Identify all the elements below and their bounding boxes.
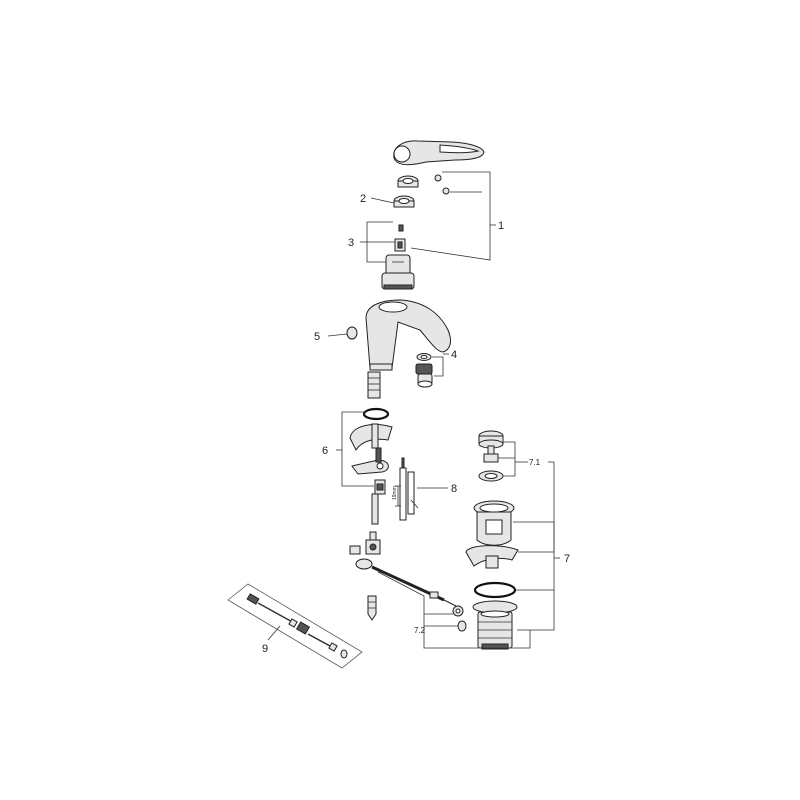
rod-clamp bbox=[349, 531, 381, 555]
callout-5: 5 bbox=[314, 331, 320, 343]
leader-lines-7 bbox=[513, 521, 560, 631]
callout-7: 7 bbox=[564, 553, 570, 565]
pivot-seal bbox=[457, 620, 467, 632]
fixing-nut bbox=[374, 479, 386, 495]
aerator-seal bbox=[416, 353, 432, 361]
nut-ring bbox=[393, 195, 415, 208]
callout-4: 4 bbox=[451, 349, 457, 361]
gauge-label: 19mm bbox=[392, 486, 398, 500]
leader-lines-3 bbox=[360, 221, 395, 263]
waste-flange bbox=[473, 500, 515, 546]
plug-seal bbox=[478, 470, 504, 482]
installation-gauge bbox=[395, 457, 419, 521]
screw-small bbox=[434, 174, 450, 195]
waste-body bbox=[472, 600, 518, 650]
threaded-stud bbox=[371, 493, 379, 525]
mounting-bracket bbox=[351, 447, 389, 475]
flex-hose bbox=[367, 595, 377, 621]
callout-9: 9 bbox=[262, 643, 268, 655]
pivot-rod bbox=[355, 558, 457, 607]
spindle-adapter bbox=[394, 238, 406, 252]
leader-line-2 bbox=[370, 197, 395, 204]
callout-7-1: 7.1 bbox=[529, 458, 541, 467]
waste-gasket bbox=[465, 545, 519, 569]
leader-lines-4 bbox=[432, 353, 449, 377]
callout-3: 3 bbox=[348, 237, 354, 249]
leader-lines-7-2 bbox=[377, 571, 531, 649]
o-ring bbox=[362, 407, 390, 421]
callout-8: 8 bbox=[451, 483, 457, 495]
callout-7-2: 7.2 bbox=[414, 626, 426, 635]
cover-cap bbox=[397, 175, 419, 188]
tap-body bbox=[346, 299, 451, 371]
callout-1: 1 bbox=[498, 220, 504, 232]
callout-2: 2 bbox=[360, 193, 366, 205]
cartridge bbox=[381, 254, 415, 290]
aerator bbox=[415, 363, 433, 388]
callout-6: 6 bbox=[322, 445, 328, 457]
mounting-gasket bbox=[349, 423, 393, 452]
plug-screw bbox=[483, 453, 499, 463]
leader-line-9 bbox=[267, 625, 281, 641]
hose-set bbox=[246, 593, 348, 659]
lift-rod-upper bbox=[367, 371, 381, 399]
leader-line-5 bbox=[327, 333, 348, 337]
small-pin bbox=[398, 224, 404, 232]
waste-o-ring bbox=[473, 581, 517, 599]
leader-lines-1 bbox=[410, 171, 496, 261]
leader-lines-6 bbox=[336, 411, 374, 487]
hose-set-box bbox=[227, 583, 363, 669]
lever-handle bbox=[393, 140, 485, 166]
pivot-nut bbox=[452, 605, 464, 617]
